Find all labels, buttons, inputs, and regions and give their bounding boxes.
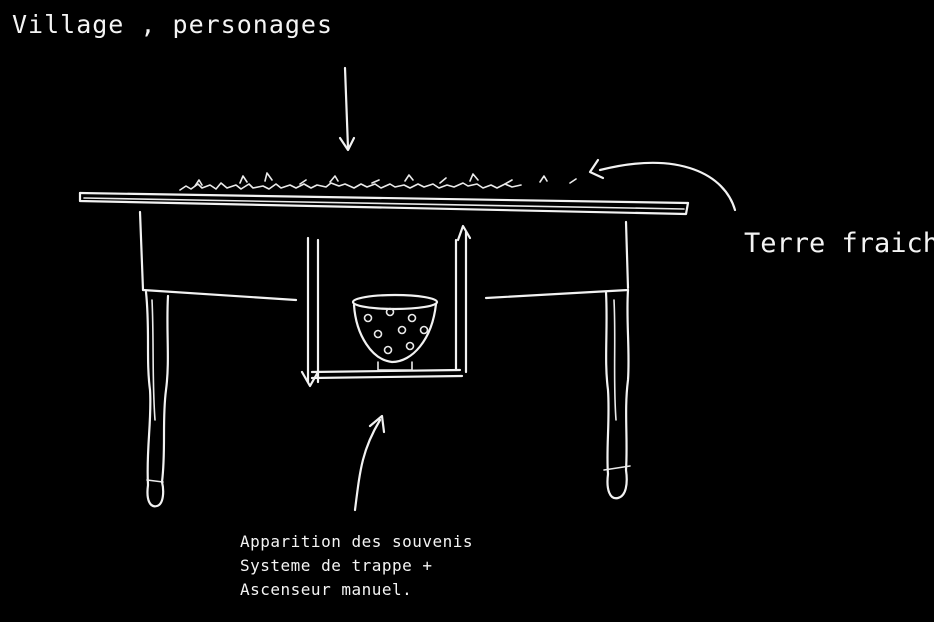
lift-mechanism: [302, 226, 470, 386]
soil-layer: [180, 173, 576, 190]
notes-block: Apparition des souvenis Systeme de trapp…: [240, 530, 473, 602]
label-village-personages: Village , personages: [12, 10, 333, 39]
label-terre-fraiche: Terre fraiche: [744, 228, 934, 259]
arrow-village: [340, 68, 354, 150]
note-line-2: Systeme de trappe +: [240, 554, 473, 578]
note-line-3: Ascenseur manuel.: [240, 578, 473, 602]
bowl-souvenir: [353, 295, 437, 370]
tabletop: [80, 193, 688, 214]
note-line-1: Apparition des souvenis: [240, 530, 473, 554]
table-leg-left: [146, 292, 168, 506]
table-leg-right: [604, 290, 630, 498]
arrow-notes: [355, 416, 384, 510]
table-apron: [140, 212, 628, 300]
